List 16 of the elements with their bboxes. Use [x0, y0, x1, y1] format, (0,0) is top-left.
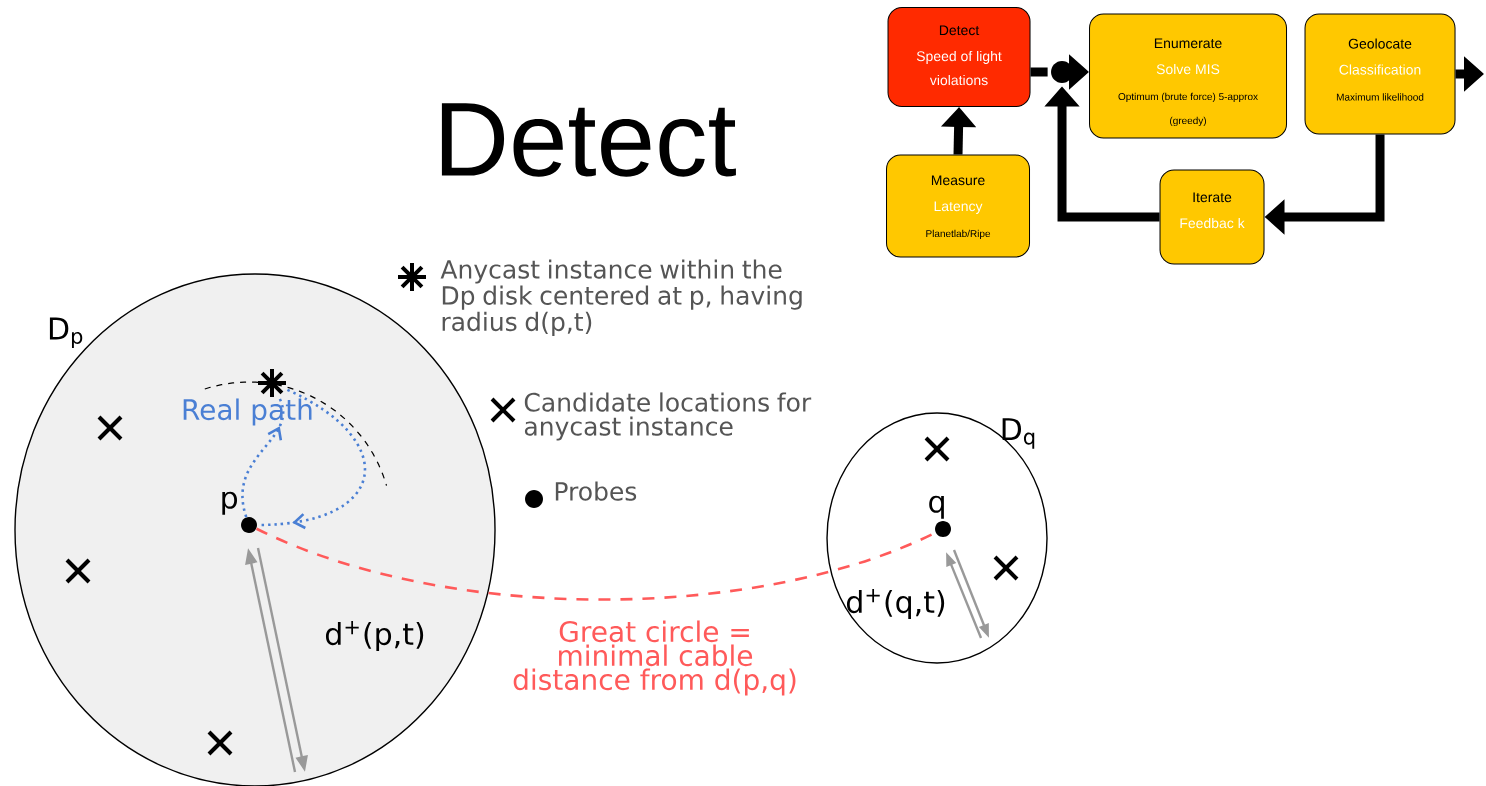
node-label: q: [929, 495, 944, 519]
legend-text: Probes: [555, 481, 637, 501]
title: Detect: [441, 103, 736, 177]
dimension-label: d$^{+}$(p,t): [325, 621, 424, 651]
legend-text: Candidate locations for anycast instance: [524, 392, 812, 441]
dimension-label: d$^{+}$(q,t): [847, 589, 945, 619]
edge-label: Real path: [183, 398, 312, 426]
node-label: p: [222, 491, 238, 515]
process-box: Geolocate Classification Maximum likelihood: [1304, 13, 1456, 135]
legend-text: Anycast instance within the Dp disk centered at p, having radius d(p,t): [440, 259, 802, 336]
process-box: Enumerate Solve MIS Optimum (brute force) 5-approx (greedy): [1089, 13, 1287, 139]
process-box: Iterate Feedbac k: [1159, 169, 1265, 265]
asterisk-mark: [258, 369, 286, 397]
process-box: Measure Latency Planetlab/Ripe: [886, 154, 1030, 258]
process-box: Detect Speed of light violations: [887, 7, 1031, 107]
edge-label: Great circle = minimal cable distance from d(p,q): [513, 620, 796, 696]
